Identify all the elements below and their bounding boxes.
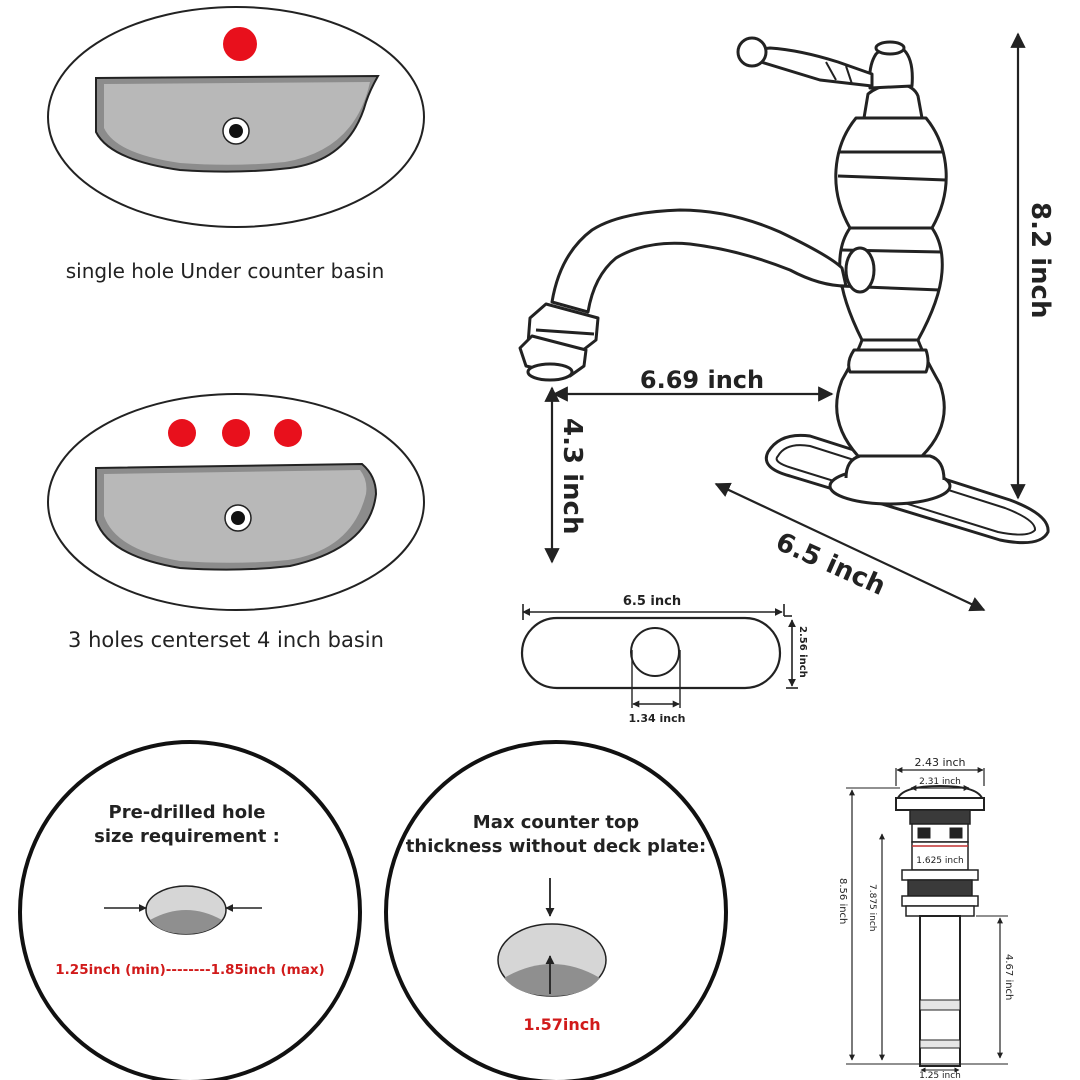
counter-thickness-circle [384,740,728,1080]
faucet-reach-label: 6.69 inch [640,366,764,394]
single-basin-label: single hole Under counter basin [66,259,385,283]
plate-hole-label: 1.34 inch [629,712,686,725]
faucet-hole-dot [274,419,302,447]
faucet-hole-dot [168,419,196,447]
faucet-drawing [518,36,1050,545]
counter-title-1: Max counter top [473,812,640,833]
hole-size-title-2: size requirement : [94,826,280,847]
drain-inner-width: 2.31 inch [919,777,961,787]
hole-size-circle [18,740,362,1080]
pop-up-drain [846,767,1008,1073]
drain-total-height: 8.56 inch [837,878,848,924]
three-basin-label: 3 holes centerset 4 inch basin [68,628,384,652]
spout-height-label: 4.3 inch [557,418,587,534]
drain-pipe-height: 4.67 inch [1003,954,1014,1000]
drain-body-height: 7.875 inch [867,884,877,931]
drain-top-width: 2.43 inch [914,756,965,769]
counter-thickness-value: 1.57inch [523,1015,600,1034]
faucet-hole-dot [223,27,257,61]
drain-collar-width: 1.625 inch [916,856,963,866]
faucet-hole-dot [222,419,250,447]
faucet-height-label: 8.2 inch [1025,202,1055,318]
counter-title-2: thickness without deck plate: [406,836,706,857]
hole-size-title-1: Pre-drilled hole [109,802,266,823]
plate-hole-icon [630,627,680,677]
plate-width-label: 2.56 inch [797,626,808,678]
faucet-dimensions [544,32,1026,612]
drain-pipe-width: 1.25 inch [919,1071,961,1080]
deck-plate-top-view [520,604,798,708]
three-hole-basin [47,393,425,611]
plate-length-small-label: 6.5 inch [623,594,681,609]
hole-size-range: 1.25inch (min)--------1.85inch (max) [55,962,324,978]
single-hole-basin [47,6,425,228]
